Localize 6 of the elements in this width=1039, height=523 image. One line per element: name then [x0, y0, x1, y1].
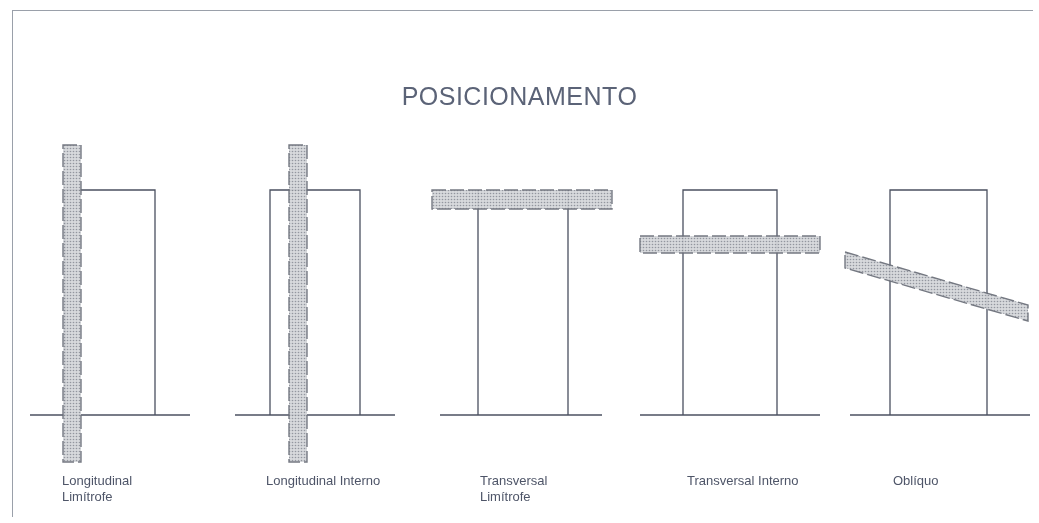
panel-caption: Transversal Interno: [687, 473, 800, 489]
panel-caption: Longitudinal Interno: [266, 473, 382, 489]
panel-caption: Transversal Limítrofe: [480, 473, 549, 505]
title: POSICIONAMENTO: [400, 82, 639, 111]
panel-caption: Oblíquo: [893, 473, 940, 489]
panel-caption: Longitudinal Limítrofe: [62, 473, 134, 505]
